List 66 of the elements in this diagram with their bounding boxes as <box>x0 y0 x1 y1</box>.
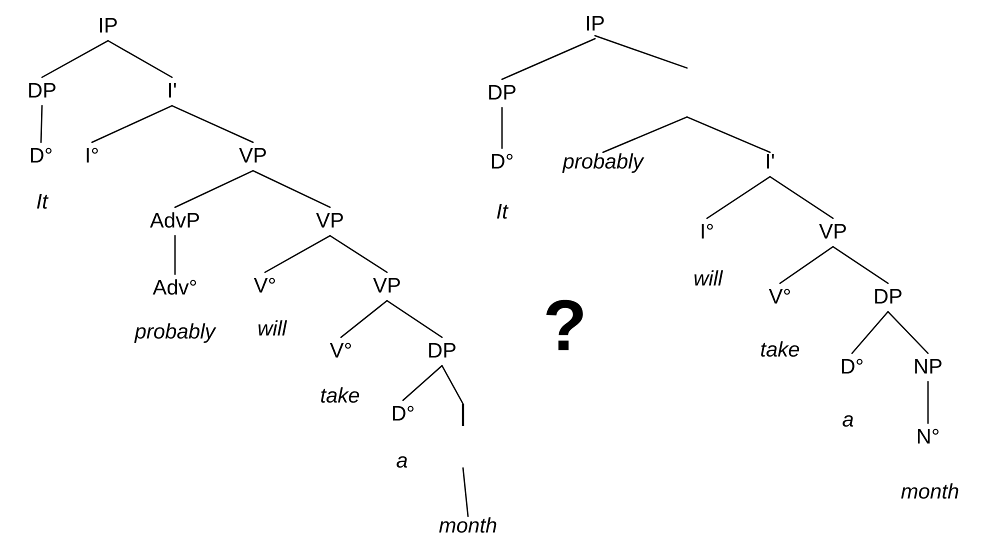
word-label: take <box>321 387 360 403</box>
category-label: I' <box>767 154 774 168</box>
tree-branch <box>107 40 173 78</box>
tree-branch <box>769 176 834 219</box>
tree-branch <box>91 105 173 143</box>
cut-off-label <box>462 404 464 426</box>
tree-branch <box>340 300 388 338</box>
category-label: AdvP <box>150 212 199 228</box>
category-label: N° <box>918 428 939 444</box>
tree-branch <box>602 116 688 153</box>
category-label: VP <box>819 224 846 238</box>
word-label: probably <box>134 323 216 343</box>
category-label: DP <box>429 343 456 358</box>
category-label: V° <box>330 342 351 358</box>
tree-branch <box>927 381 929 424</box>
tree-branch <box>441 365 464 404</box>
category-label: I' <box>169 83 176 98</box>
tree-branch <box>174 235 176 275</box>
word-label: month <box>439 517 496 533</box>
category-label: IP <box>587 16 604 30</box>
tree-branch <box>402 365 443 401</box>
tree-branch <box>462 467 469 517</box>
category-label: D° <box>842 358 863 374</box>
tree-branch <box>832 246 889 284</box>
category-label: D° <box>492 154 513 168</box>
tree-branch <box>40 105 43 143</box>
word-label: take <box>761 341 800 357</box>
tree-branch <box>501 107 503 149</box>
tree-branch <box>171 105 254 143</box>
category-label: D° <box>30 148 52 162</box>
tree-branch <box>706 176 771 219</box>
word-label: a <box>396 456 408 468</box>
category-label: D° <box>392 406 414 420</box>
category-label: I° <box>86 148 98 162</box>
category-label: VP <box>239 148 266 162</box>
category-label: DP <box>489 85 516 100</box>
category-label: V° <box>254 278 275 292</box>
category-label: Adv° <box>152 279 196 295</box>
word-label: a <box>842 415 854 427</box>
tree-branch <box>851 311 889 354</box>
category-label: I° <box>702 224 713 238</box>
tree-branch <box>329 235 388 273</box>
question-mark: ? <box>546 300 583 350</box>
tree-branch <box>252 170 331 208</box>
tree-branch <box>779 246 834 284</box>
tree-branch <box>174 170 254 208</box>
category-label: DP <box>29 83 56 98</box>
category-label: DP <box>875 289 902 304</box>
tree-branch <box>594 35 688 69</box>
word-label: month <box>901 483 958 499</box>
word-label: will <box>258 320 288 336</box>
category-label: V° <box>768 288 790 304</box>
tree-branch <box>264 235 331 273</box>
tree-branch <box>41 40 109 78</box>
tree-branch <box>686 116 771 153</box>
tree-branch <box>887 311 929 354</box>
word-label: will <box>694 270 724 286</box>
word-label: probably <box>562 153 644 173</box>
tree-branch <box>501 38 596 80</box>
category-label: VP <box>316 213 343 228</box>
category-label: IP <box>100 18 117 32</box>
word-label: It <box>497 204 509 219</box>
category-label: VP <box>373 278 400 292</box>
tree-branch <box>386 300 443 338</box>
category-label: NP <box>915 359 942 374</box>
word-label: It <box>37 194 49 209</box>
